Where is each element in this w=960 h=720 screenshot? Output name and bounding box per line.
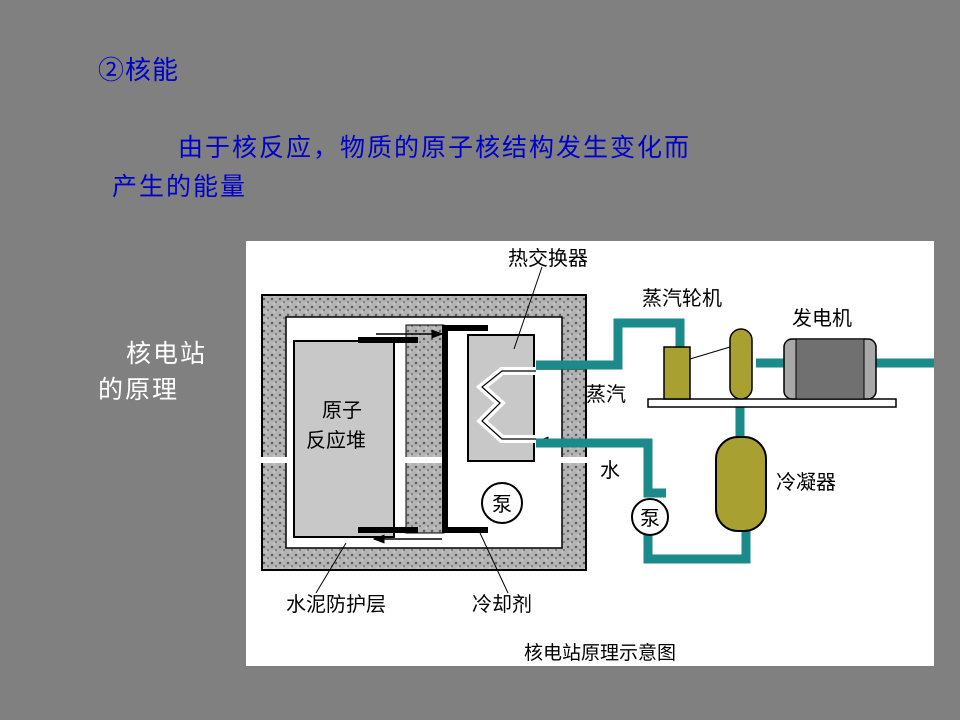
steam-turbine	[663, 328, 753, 400]
label-condenser: 冷凝器	[776, 470, 836, 494]
section-heading: ②核能	[98, 56, 180, 86]
label-reactor-line1: 原子	[322, 398, 362, 422]
svg-text:泵: 泵	[492, 492, 512, 516]
label-concrete-layer: 水泥防护层	[286, 592, 386, 616]
side-label-line1: 核电站	[126, 339, 208, 368]
side-label-line2: 的原理	[98, 375, 180, 404]
inner-pump: 泵	[481, 482, 523, 524]
pipe-network	[536, 318, 934, 564]
label-generator: 发电机	[792, 306, 852, 330]
diagram-caption: 核电站原理示意图	[524, 642, 676, 664]
outer-pump: 泵	[631, 498, 669, 536]
leader-lines	[315, 266, 543, 594]
label-steam-turbine: 蒸汽轮机	[642, 286, 722, 310]
condenser	[715, 436, 767, 532]
reactor	[293, 337, 418, 538]
label-coolant: 冷却剂	[472, 592, 532, 616]
definition-text-line2: 产生的能量	[112, 172, 248, 201]
label-water: 水	[600, 458, 620, 482]
nuclear-plant-diagram: 泵 泵	[256, 246, 934, 664]
svg-text:泵: 泵	[640, 506, 660, 530]
label-steam: 蒸汽	[586, 382, 626, 406]
label-heat-exchanger: 热交换器	[508, 246, 588, 270]
definition-text-line1: 由于核反应，物质的原子核结构发生变化而	[178, 133, 692, 162]
generator	[783, 338, 877, 400]
diagram-panel: 泵 泵	[246, 241, 934, 666]
heat-exchanger	[442, 325, 536, 533]
turbine-platform	[647, 398, 897, 408]
label-reactor-line2: 反应堆	[306, 428, 366, 452]
